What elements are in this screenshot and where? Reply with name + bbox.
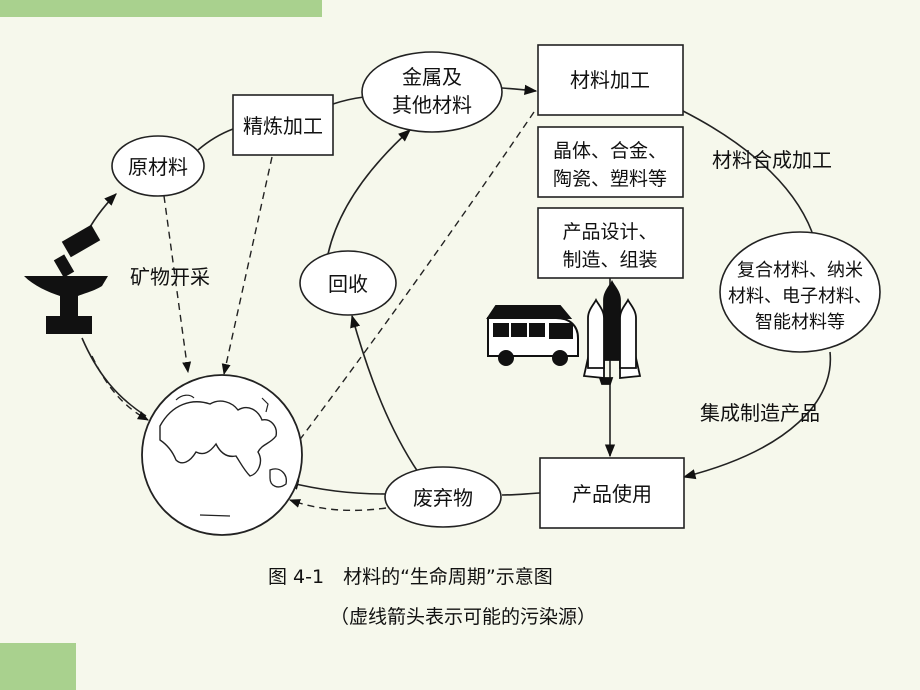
composite-line1: 复合材料、纳米 [737,260,863,281]
integrated-manufacturing-label: 集成制造产品 [700,401,820,425]
recycle-label: 回收 [328,272,368,296]
raw-material-node [111,135,205,197]
metals-node [361,51,503,133]
product-usage-label: 产品使用 [572,482,652,506]
dashed-arrow-processing-to-earth [285,111,535,459]
product-design-line2: 制造、组装 [562,249,657,271]
mining-anvil-icon [24,224,108,334]
metals-label-line2: 其他材料 [392,93,472,117]
arrow-waste-to-recycle [350,314,419,473]
metals-label-line1: 金属及 [402,65,462,89]
figure-caption-note: （虚线箭头表示可能的污染源） [330,606,596,628]
arrow-waste-to-earth [285,479,386,495]
line-raw-to-refining [197,128,234,151]
material-types-line2: 陶瓷、塑料等 [553,168,667,190]
space-shuttle-icon [582,279,642,385]
processing-node [537,44,684,116]
dashed-arrow-raw-to-earth [163,195,192,374]
line-mining-to-earth [81,337,147,417]
arrow-composite-to-usage [682,351,832,480]
refining-node [232,94,334,156]
waste-node [384,466,502,528]
dashed-arrow-refining-to-earth [221,156,273,376]
dashed-pollution-arrows [91,111,535,512]
composite-materials-node [719,231,881,353]
earth-globe-icon [141,374,303,536]
line-usage-to-waste [501,492,541,496]
accent-bar-top [0,0,322,17]
line-processing-to-composite [682,110,813,233]
product-usage-node [539,457,685,529]
composite-line2: 材料、电子材料、 [728,286,872,307]
mining-label: 矿物开采 [130,265,210,289]
processing-label: 材料加工 [570,68,650,92]
dashed-arrow-mining-to-earth [91,355,149,421]
dashed-arrow-waste-to-earth [288,499,387,512]
product-design-line1: 产品设计、 [562,221,657,243]
bus-icon [486,305,579,366]
waste-label: 废弃物 [413,486,473,510]
material-types-line1: 晶体、合金、 [553,140,667,162]
recycle-node [299,250,397,316]
raw-material-label: 原材料 [128,155,188,179]
arrow-metals-to-processing [501,84,538,95]
accent-bar-bottom [0,643,76,690]
figure-caption: 图 4-1 材料的“生命周期”示意图 [268,566,553,588]
arrow-recycle-to-metals [327,129,411,255]
product-design-node [537,207,684,279]
refining-label: 精炼加工 [243,114,323,138]
line-refining-to-metals [332,96,365,105]
synthesis-label: 材料合成加工 [712,148,832,172]
material-types-node [537,126,684,198]
composite-line3: 智能材料等 [755,312,845,333]
